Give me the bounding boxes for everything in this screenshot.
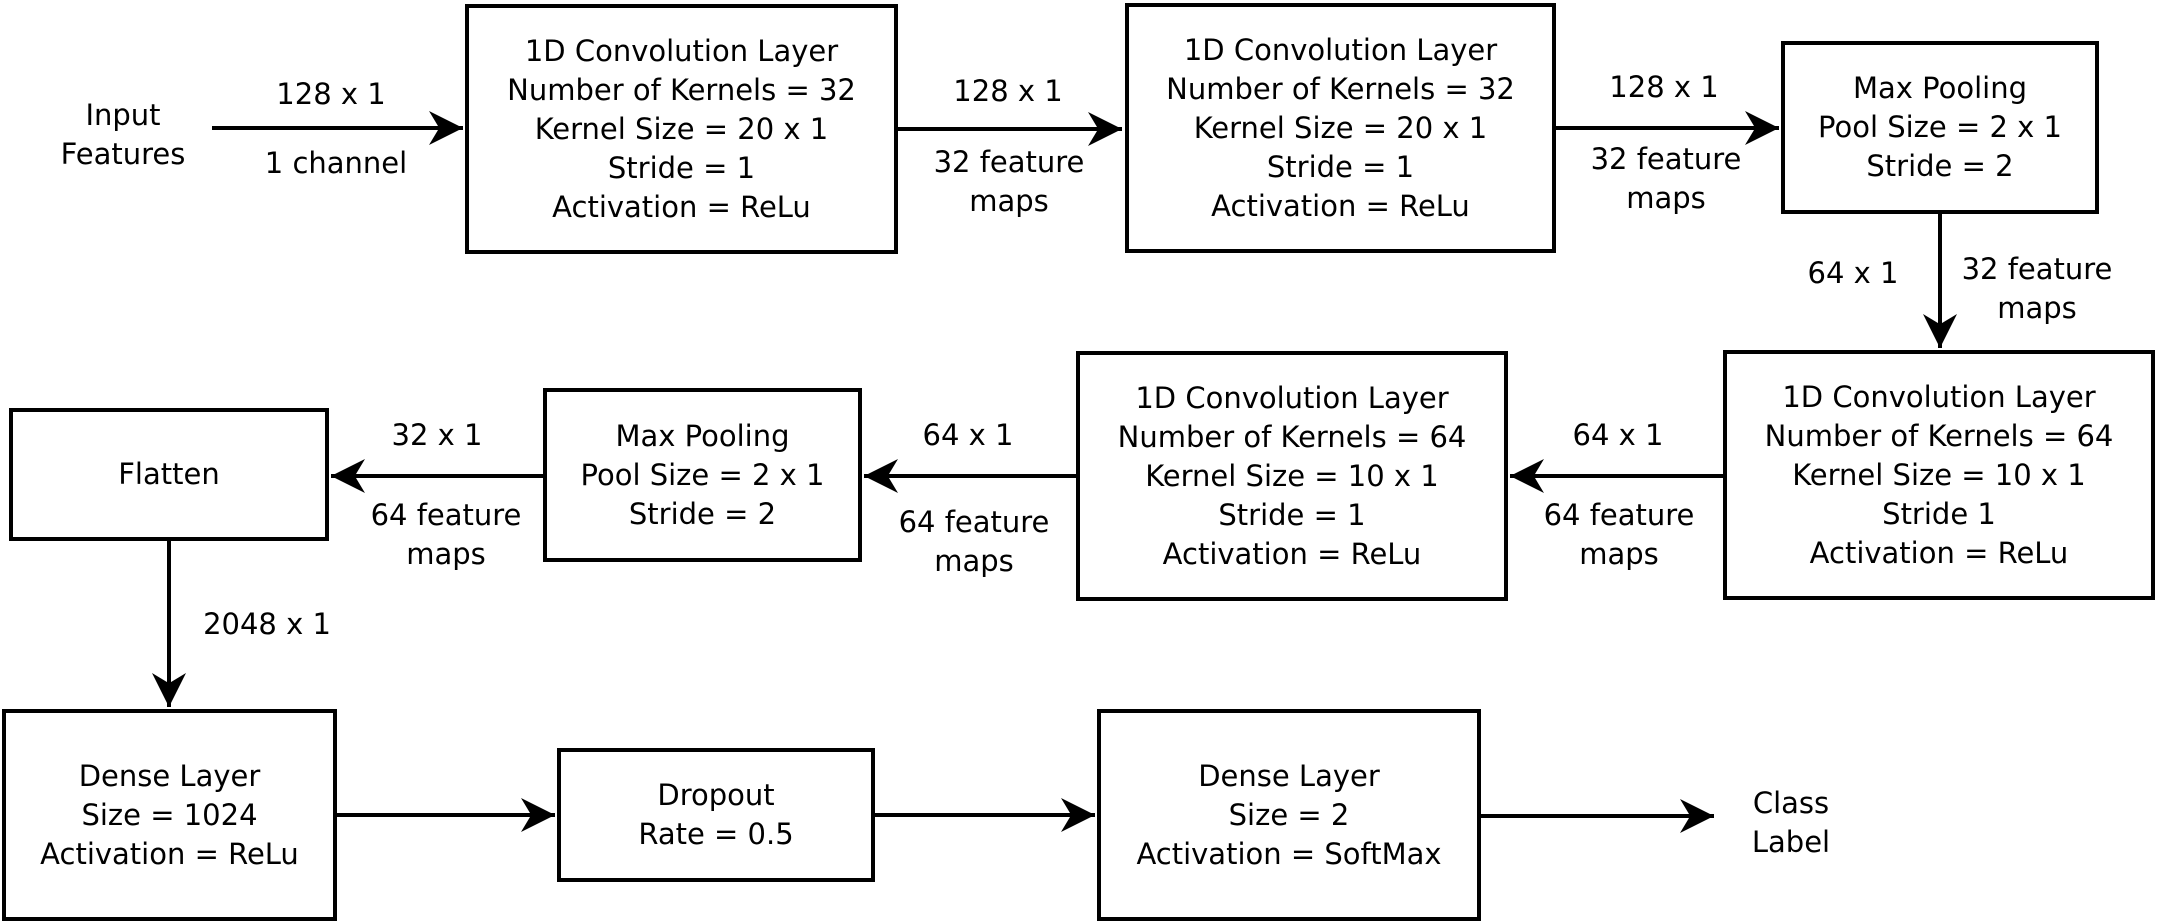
e3-maps-line-1: 32 feature xyxy=(1590,142,1742,176)
pool1-line-3: Stride = 2 xyxy=(1866,149,2014,183)
conv1-line-4: Stride = 1 xyxy=(607,150,756,185)
conv1-line-3: Kernel Size = 20 x 1 xyxy=(534,111,829,146)
e2-dimension-label: 128 x 1 xyxy=(953,72,1062,111)
e5-maps-line-1: 64 feature xyxy=(1543,498,1695,532)
e8-dimension-label: 2048 x 1 xyxy=(203,605,331,644)
e6-dimension-label: 64 x 1 xyxy=(923,416,1014,455)
dense2-line-1: Dense Layer xyxy=(1198,758,1380,793)
e6-maps-line-2: maps xyxy=(934,544,1014,578)
e2-maps-line-2: maps xyxy=(969,184,1049,218)
e5-dimension-text: 64 x 1 xyxy=(1572,417,1664,452)
e4-maps-label: 32 feature maps xyxy=(1962,250,2113,328)
e3-dimension-text: 128 x 1 xyxy=(1609,69,1719,104)
pool2-line-1: Max Pooling xyxy=(615,418,790,453)
conv3-line-2: Number of Kernels = 64 xyxy=(1764,418,2114,453)
conv3-line-3: Kernel Size = 10 x 1 xyxy=(1792,457,2086,492)
dense2-line-3: Activation = SoftMax xyxy=(1136,836,1442,871)
e1-dimension-text: 128 x 1 xyxy=(276,76,386,111)
conv4-line-2: Number of Kernels = 64 xyxy=(1117,419,1467,454)
e8-dimension-text: 2048 x 1 xyxy=(203,606,331,641)
conv4-line-5: Activation = ReLu xyxy=(1162,536,1422,571)
e7-dimension-text: 32 x 1 xyxy=(391,417,483,452)
e7-dimension-label: 32 x 1 xyxy=(392,416,483,455)
e2-maps-label: 32 feature maps xyxy=(934,143,1085,221)
e5-dimension-label: 64 x 1 xyxy=(1573,416,1664,455)
e6-dimension-text: 64 x 1 xyxy=(922,417,1014,452)
dense1-line-3: Activation = ReLu xyxy=(40,836,299,871)
conv2-line-2: Number of Kernels = 32 xyxy=(1166,71,1515,106)
pool1-line-1: Max Pooling xyxy=(1852,71,2027,105)
e3-maps-label: 32 feature maps xyxy=(1591,140,1742,218)
e7-maps-line-2: maps xyxy=(406,537,486,571)
e3-dimension-label: 128 x 1 xyxy=(1609,68,1718,107)
flatten-block: Flatten xyxy=(9,408,329,541)
conv2-line-5: Activation = ReLu xyxy=(1211,188,1470,223)
pool2-line-3: Stride = 2 xyxy=(628,496,777,531)
e7-maps-label: 64 feature maps xyxy=(371,496,522,574)
conv1-line-5: Activation = ReLu xyxy=(552,189,811,224)
pool2-line-2: Pool Size = 2 x 1 xyxy=(580,457,825,492)
e1-maps-line-1: 1 channel xyxy=(264,145,408,180)
conv2-line-4: Stride = 1 xyxy=(1266,149,1415,184)
e1-dimension-label: 128 x 1 xyxy=(276,75,385,114)
e5-maps-line-2: maps xyxy=(1579,537,1659,571)
input-line-2: Features xyxy=(60,137,186,171)
conv4-line-4: Stride = 1 xyxy=(1218,497,1366,532)
e3-maps-line-2: maps xyxy=(1626,181,1706,215)
e6-maps-line-1: 64 feature xyxy=(898,505,1050,539)
e1-maps-label: 1 channel xyxy=(265,144,407,183)
conv4-line-3: Kernel Size = 10 x 1 xyxy=(1145,458,1439,493)
e2-maps-line-1: 32 feature xyxy=(933,145,1085,179)
dense1-line-2: Size = 1024 xyxy=(81,797,258,832)
conv1-line-1: 1D Convolution Layer xyxy=(524,33,839,68)
dropout-line-2: Rate = 0.5 xyxy=(638,817,794,851)
e4-maps-line-1: 32 feature xyxy=(1961,252,2113,286)
e6-maps-label: 64 feature maps xyxy=(899,503,1050,581)
conv4-line-1: 1D Convolution Layer xyxy=(1135,380,1449,415)
conv3-line-5: Activation = ReLu xyxy=(1809,535,2069,570)
pool1-line-2: Pool Size = 2 x 1 xyxy=(1818,110,2062,144)
conv3-line-4: Stride 1 xyxy=(1882,496,1996,531)
dense1-line-1: Dense Layer xyxy=(78,758,261,793)
conv1-line-2: Number of Kernels = 32 xyxy=(507,72,856,107)
e5-maps-label: 64 feature maps xyxy=(1544,496,1695,574)
conv2-line-1: 1D Convolution Layer xyxy=(1183,32,1498,67)
output-line-1: Class xyxy=(1752,786,1830,820)
input-line-1: Input xyxy=(85,98,161,132)
output-line-2: Label xyxy=(1751,825,1831,859)
flatten-line-1: Flatten xyxy=(118,457,220,491)
conv2-line-3: Kernel Size = 20 x 1 xyxy=(1193,110,1488,145)
e7-maps-line-1: 64 feature xyxy=(370,498,522,532)
e4-maps-line-2: maps xyxy=(1997,291,2077,325)
dropout-line-1: Dropout xyxy=(657,778,775,812)
dense2-line-2: Size = 2 xyxy=(1228,797,1350,832)
e4-dimension-text: 64 x 1 xyxy=(1807,255,1899,290)
e4-dimension-label: 64 x 1 xyxy=(1808,254,1899,293)
e2-dimension-text: 128 x 1 xyxy=(953,73,1063,108)
conv3-line-1: 1D Convolution Layer xyxy=(1782,379,2096,414)
